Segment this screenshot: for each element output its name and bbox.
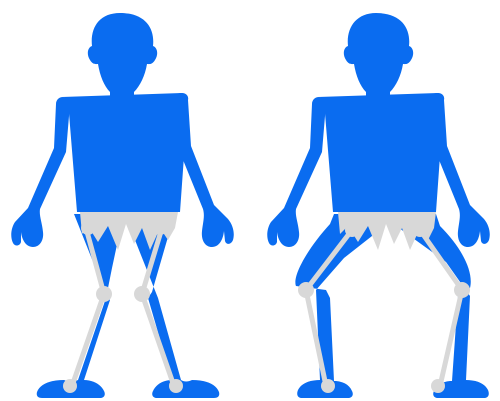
right-knee-joint-left (298, 282, 314, 298)
left-hip-joint-right (153, 221, 167, 235)
right-figure (267, 13, 490, 398)
left-head-icon (88, 13, 157, 100)
right-head-icon (344, 13, 413, 100)
left-torso (62, 93, 188, 212)
right-ankle-joint-left (321, 379, 335, 393)
left-hip-joint-left (81, 221, 95, 235)
left-knee-joint-right (134, 286, 150, 302)
left-tibia-left (72, 294, 104, 386)
right-ankle-joint-right (431, 379, 445, 393)
left-knee-joint-left (96, 286, 112, 302)
left-figure-body (11, 13, 234, 398)
left-ankle-joint-left (63, 379, 77, 393)
right-figure-body (267, 13, 490, 398)
left-arm-left (11, 97, 70, 247)
right-hip-joint-left (345, 223, 359, 237)
right-knee-joint-right (454, 282, 470, 298)
right-hip-joint-right (413, 223, 427, 237)
right-torso (318, 93, 444, 212)
right-arm-left (267, 97, 326, 247)
left-ankle-joint-right (169, 379, 183, 393)
left-figure (11, 13, 234, 398)
